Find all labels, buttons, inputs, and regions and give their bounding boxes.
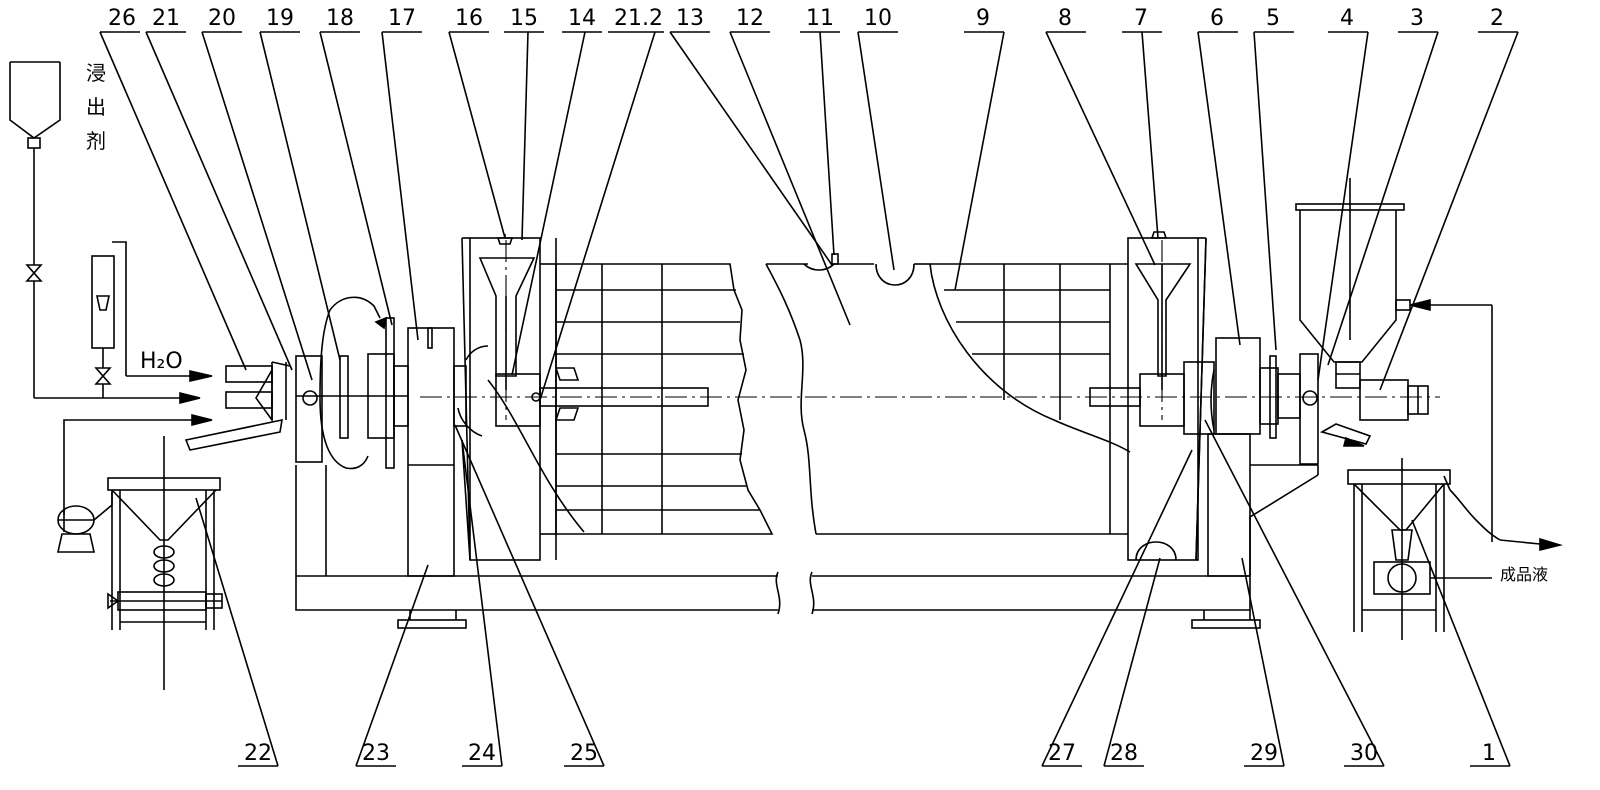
callout-bottom-leaders <box>195 419 1511 767</box>
callout-26: 26 <box>108 6 136 31</box>
callout-29: 29 <box>1250 741 1278 766</box>
callout-18: 18 <box>326 6 354 31</box>
callout-5: 5 <box>1266 6 1280 31</box>
right-shaft <box>1089 337 1301 439</box>
callout-19: 19 <box>266 6 294 31</box>
callout-12: 12 <box>736 6 764 31</box>
callout-24: 24 <box>468 741 496 766</box>
callout-2: 2 <box>1490 6 1504 31</box>
product-liquid-label: 成品液 <box>1500 565 1548 584</box>
callout-13: 13 <box>676 6 704 31</box>
callout-25: 25 <box>570 741 598 766</box>
callout-17: 17 <box>388 6 416 31</box>
callout-9: 9 <box>976 6 990 31</box>
right-tank-1: 成品液 <box>1347 458 1564 640</box>
callout-16: 16 <box>455 6 483 31</box>
leaching-agent-char-2: 出 <box>86 95 106 119</box>
callout-21: 21 <box>152 6 180 31</box>
leaching-agent-char-3: 剂 <box>86 129 106 153</box>
leaching-agent-char-1: 浸 <box>86 61 106 85</box>
mill-shell-right-section <box>930 263 1111 534</box>
callout-20: 20 <box>208 6 236 31</box>
left-pedestal-23 <box>407 327 455 577</box>
misc-links <box>461 237 1207 561</box>
base-frame <box>295 465 1319 629</box>
callout-15: 15 <box>510 6 538 31</box>
callouts-top: 26 21 20 19 18 17 16 15 14 21.2 13 12 11… <box>108 6 1504 31</box>
callout-11: 11 <box>806 6 834 31</box>
callout-28: 28 <box>1110 741 1138 766</box>
left-pump <box>57 492 113 553</box>
callout-7: 7 <box>1134 6 1148 31</box>
callout-6: 6 <box>1210 6 1224 31</box>
callout-1: 1 <box>1482 741 1496 766</box>
left-recycle-line <box>63 413 213 515</box>
leaching-agent-tank: 浸 出 剂 <box>9 61 201 405</box>
left-feed-assembly <box>184 296 467 470</box>
callout-4: 4 <box>1340 6 1354 31</box>
left-tank-22 <box>107 436 223 690</box>
right-pedestal-29 <box>1207 433 1251 577</box>
callout-21-2: 21.2 <box>614 6 663 31</box>
callout-14: 14 <box>568 6 596 31</box>
callout-10: 10 <box>864 6 892 31</box>
right-discharge-assembly <box>1250 178 1493 542</box>
callout-top-leaders <box>99 31 1519 401</box>
callout-23: 23 <box>362 741 390 766</box>
mill-right-end <box>1110 231 1207 561</box>
flow-meter: H₂O <box>91 241 213 398</box>
water-label: H₂O <box>140 349 183 374</box>
callout-22: 22 <box>244 741 272 766</box>
mill-shell-cutaway <box>765 253 1131 535</box>
center-axis <box>420 240 1440 420</box>
mill-shell-left-section <box>554 263 774 535</box>
callouts-bottom: 22 23 24 25 27 28 29 30 1 <box>244 741 1496 766</box>
callout-3: 3 <box>1410 6 1424 31</box>
callout-8: 8 <box>1058 6 1072 31</box>
